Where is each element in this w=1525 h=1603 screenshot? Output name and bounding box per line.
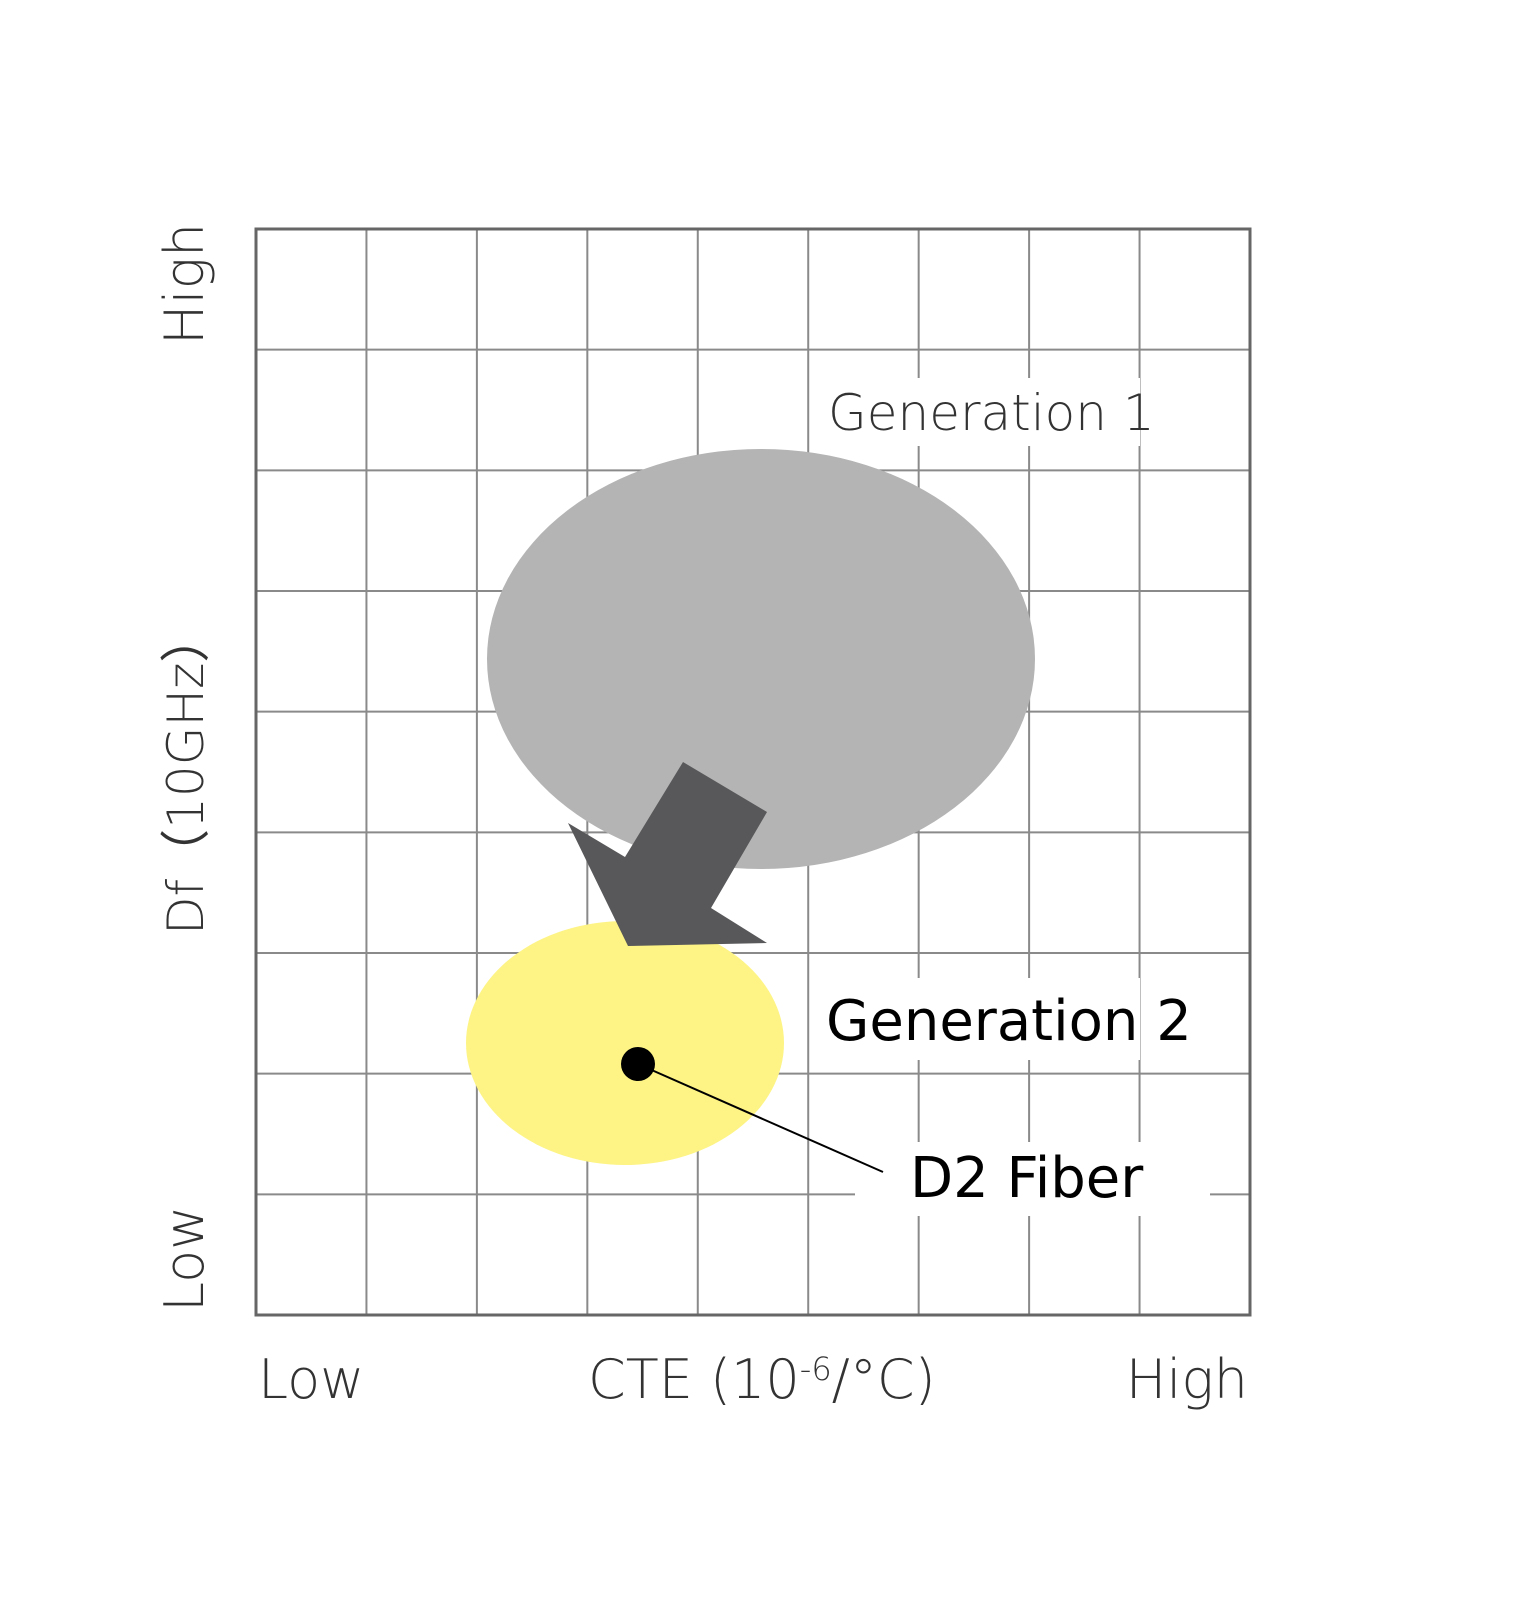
x-axis-title-superscript: -6 xyxy=(800,1350,832,1388)
x-axis-title-suffix: /°C) xyxy=(832,1348,936,1411)
generation-2-label: Generation 2 xyxy=(826,989,1192,1054)
generation-2-label-bg xyxy=(812,978,1140,1060)
x-axis-title-prefix: CTE (10 xyxy=(588,1348,800,1411)
d2-fiber-leader-line xyxy=(637,1063,884,1173)
generation-1-label-bg xyxy=(818,378,1140,446)
y-axis-title: Df（10GHz） xyxy=(157,613,215,935)
generation-1-region xyxy=(487,449,1035,869)
plot-frame xyxy=(254,227,1252,1317)
d2-fiber-label-bg xyxy=(855,1142,1210,1216)
x-axis-title: CTE (10-6/°C) xyxy=(588,1348,936,1411)
y-axis-low-label: Low xyxy=(153,1206,216,1312)
transition-arrow xyxy=(568,762,767,946)
d2-fiber-label: D2 Fiber xyxy=(910,1146,1144,1211)
d2-fiber-point xyxy=(621,1047,655,1081)
x-axis-low-label: Low xyxy=(258,1348,364,1411)
generation-2-region xyxy=(466,921,784,1165)
y-axis-high-label: High xyxy=(153,223,216,345)
generation-1-label: Generation 1 xyxy=(828,384,1155,442)
x-axis-high-label: High xyxy=(1126,1348,1248,1411)
